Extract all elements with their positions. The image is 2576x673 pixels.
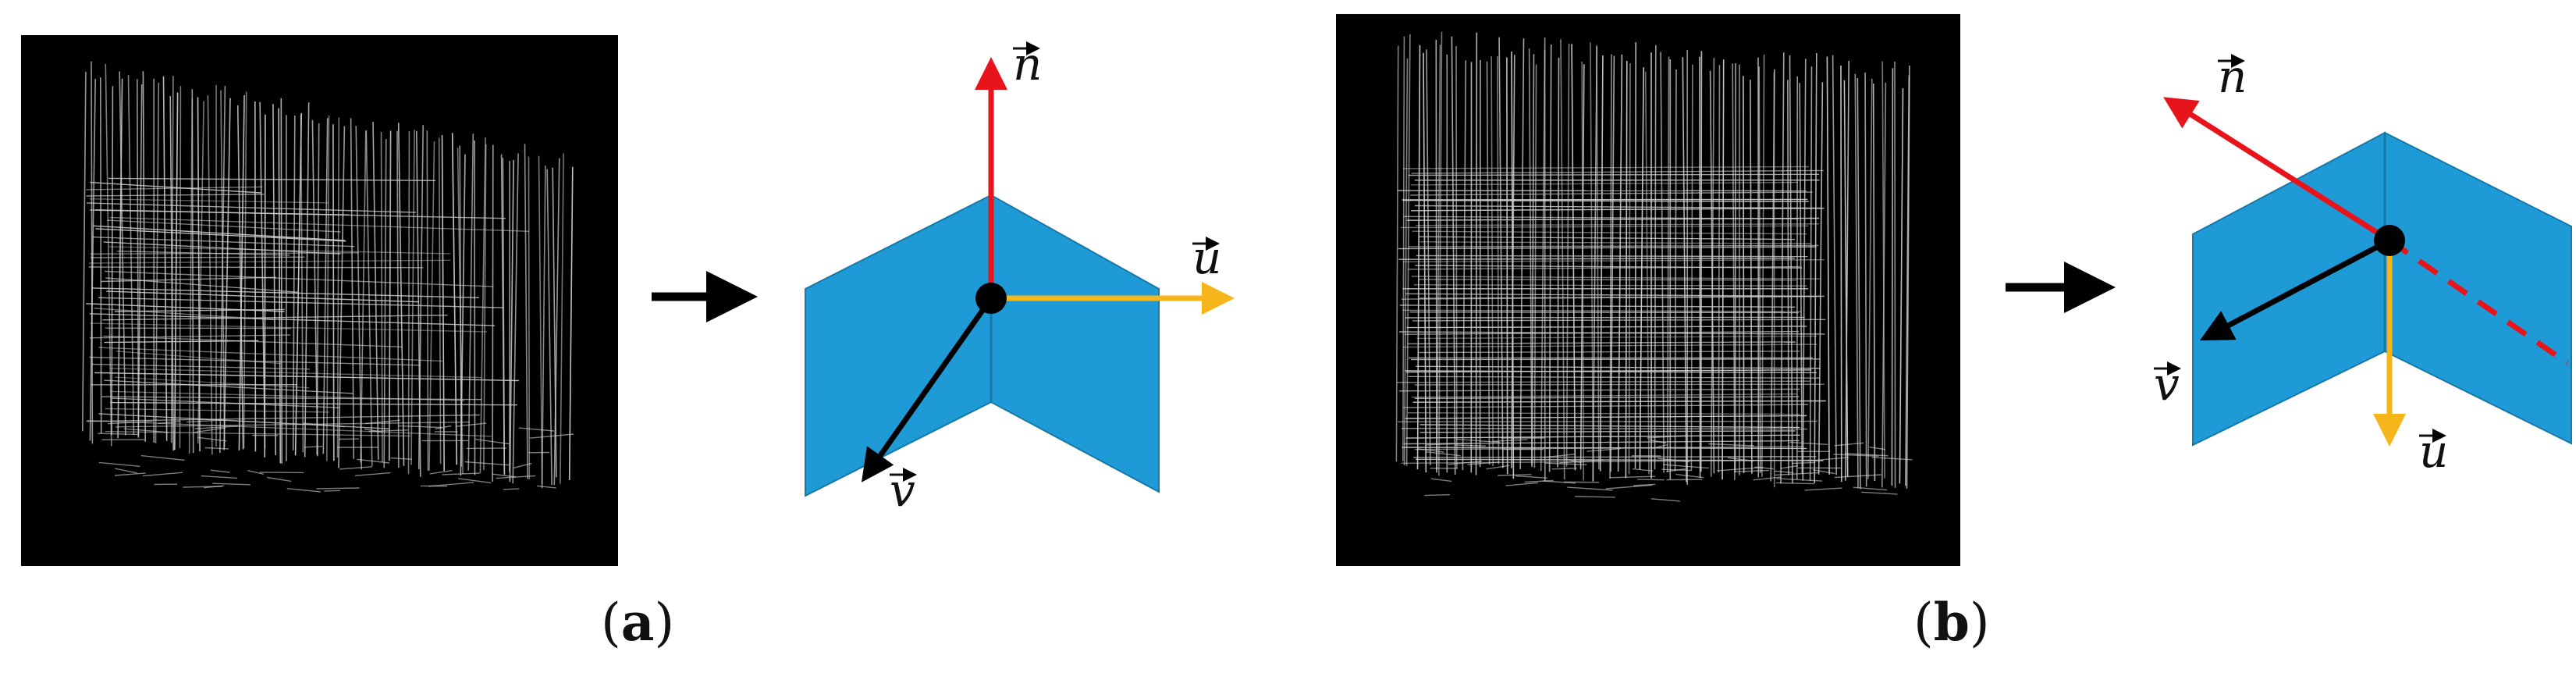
n-vector-arrow-b — [2163, 97, 2391, 243]
svg-text:v: v — [890, 464, 915, 517]
point-cloud-image-a — [21, 35, 618, 566]
panel-b: n u v (b) — [1336, 14, 2572, 653]
n-vector-dashed-extension-b — [2388, 238, 2569, 365]
caption-b: (b) — [1913, 592, 1990, 653]
plane-right-a — [990, 194, 1160, 493]
v-vector-arrow-a — [861, 296, 993, 482]
v-vector-arrow-b — [2199, 237, 2391, 341]
svg-text:u: u — [2419, 425, 2448, 478]
svg-text:u: u — [1192, 231, 1221, 284]
plane-diagram-a: n u v — [805, 37, 1235, 517]
origin-point-b — [2374, 225, 2405, 256]
point-cloud-image-b — [1336, 14, 1960, 566]
svg-text:n: n — [1013, 37, 1042, 91]
svg-text:v: v — [2154, 358, 2180, 411]
svg-text:n: n — [2218, 50, 2247, 103]
n-vector-label-b: n — [2218, 50, 2247, 103]
v-vector-label-b: v — [2154, 358, 2181, 411]
plane-diagram-b: n u v — [2154, 50, 2572, 478]
u-vector-label-a: u — [1192, 231, 1221, 284]
plane-right-b — [2384, 131, 2572, 445]
plane-left-a — [805, 194, 992, 497]
v-vector-label-a: v — [890, 464, 917, 517]
n-vector-label-a: n — [1013, 37, 1042, 91]
panel-a: n u v (a) — [21, 35, 1235, 653]
caption-a: (a) — [601, 592, 674, 653]
u-vector-label-b: u — [2419, 425, 2448, 478]
origin-point-a — [975, 283, 1007, 314]
